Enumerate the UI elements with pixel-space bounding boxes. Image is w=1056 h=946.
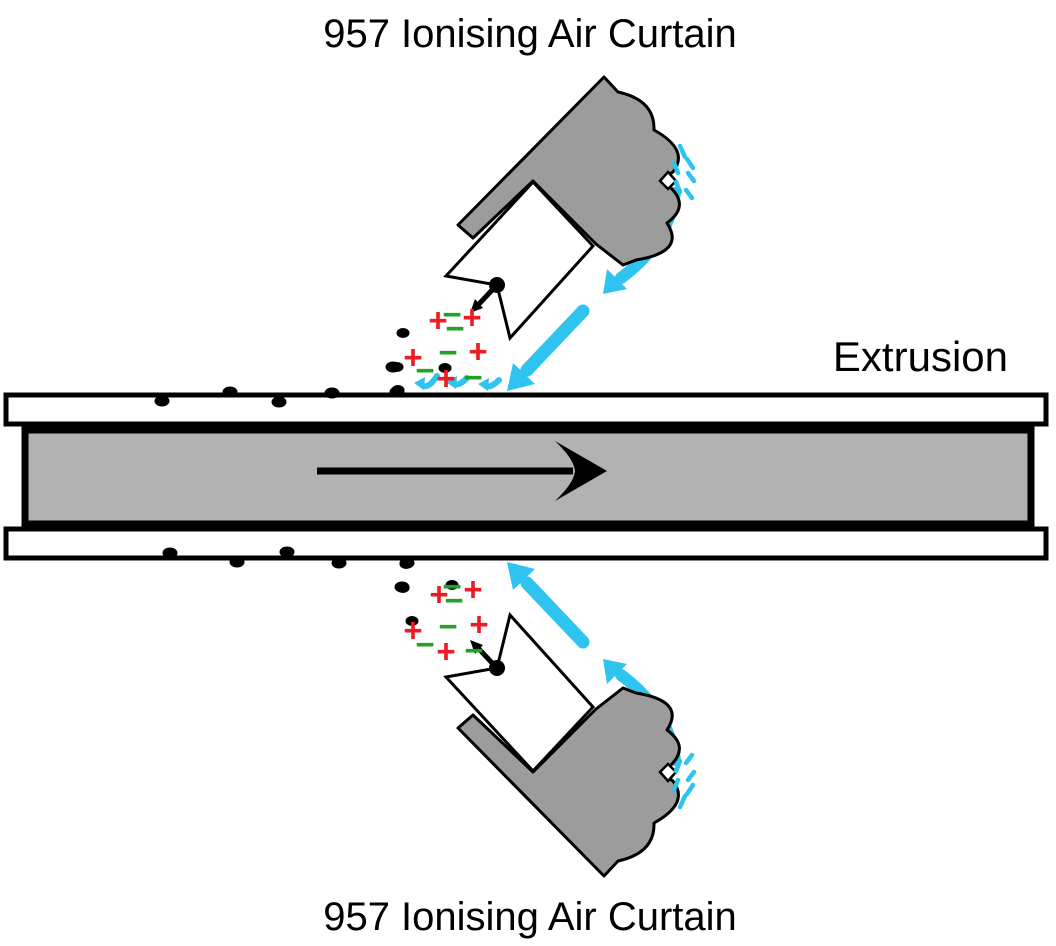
bottom-title: 957 Ionising Air Curtain	[323, 895, 737, 939]
surface-particle	[279, 546, 295, 558]
surface-particle	[162, 547, 178, 559]
airflow-curve-arrowhead	[603, 269, 627, 294]
surface-particle	[389, 386, 405, 398]
positive-ion-symbol: +	[403, 612, 422, 649]
negative-ion-symbol: −	[438, 334, 457, 371]
negative-ion-symbol: −	[445, 310, 464, 347]
contaminant-particle	[438, 363, 452, 373]
surface-airflow-arrows	[414, 373, 502, 391]
negative-ion-symbol: −	[464, 632, 483, 669]
negative-ion-symbol: −	[415, 352, 434, 389]
top-title: 957 Ionising Air Curtain	[323, 12, 737, 56]
surface-particle	[394, 581, 410, 593]
extrusion-core	[21, 426, 1035, 528]
extrusion-direction-arrowhead	[555, 441, 607, 501]
unit-nozzle	[443, 179, 596, 342]
surface-particle	[271, 396, 287, 408]
surface-particle	[385, 361, 401, 373]
surface-particle	[154, 395, 170, 407]
extrusion-top-strip	[3, 392, 1049, 427]
negative-ion-symbol: −	[442, 296, 461, 333]
surface-particle	[399, 557, 415, 569]
extrusion-label: Extrusion	[833, 333, 1008, 380]
positive-ion-symbol: +	[436, 633, 455, 670]
negative-ion-symbol: −	[415, 626, 434, 663]
contaminant-particle	[445, 580, 459, 590]
positive-ion-symbol: +	[436, 360, 455, 397]
positive-ion-symbol: +	[428, 302, 447, 339]
extrusion-assembly	[3, 392, 1049, 561]
contaminant-particle	[405, 616, 419, 626]
surface-particle	[324, 387, 340, 399]
ion-cloud-bottom: +++++−−−−−	[396, 559, 489, 670]
unit-body	[456, 75, 681, 267]
emitter-needle-tip	[470, 299, 483, 313]
positive-ion-symbol: +	[468, 333, 487, 370]
emitter-pin-dot	[489, 277, 505, 293]
extrusion-bottom-strip	[3, 526, 1049, 561]
positive-ion-symbol: +	[463, 571, 482, 608]
negative-ion-symbol: −	[463, 359, 482, 396]
positive-ion-symbol: +	[429, 576, 448, 613]
surface-particles-bottom	[162, 546, 415, 593]
surface-particle	[222, 386, 238, 398]
surface-particle	[229, 556, 245, 568]
ion-cloud-top: +++++−−−−−	[390, 296, 488, 397]
intake-airflow-dashes	[671, 143, 697, 201]
surface-particles-top	[154, 361, 405, 408]
negative-ion-symbol: −	[444, 582, 463, 619]
negative-ion-symbol: −	[438, 608, 457, 645]
air-curtain-unit-top	[443, 75, 697, 391]
contaminant-particle	[396, 328, 410, 338]
surface-particle	[331, 557, 347, 569]
airflow-jet-arrowhead	[507, 363, 535, 391]
negative-ion-symbol: −	[442, 568, 461, 605]
positive-ion-symbol: +	[403, 339, 422, 376]
intake-port	[658, 170, 678, 191]
airflow-jet-arrow	[520, 304, 590, 377]
positive-ion-symbol: +	[462, 299, 481, 336]
positive-ion-symbol: +	[469, 606, 488, 643]
